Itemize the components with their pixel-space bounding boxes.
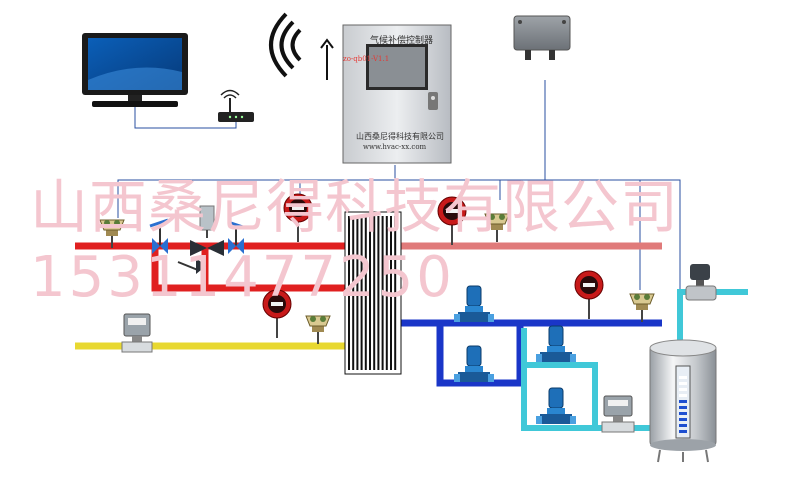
cold-pipe (400, 319, 662, 387)
pressure-gauge-icon (283, 193, 313, 242)
bypass-valve-icon (177, 258, 206, 274)
controller-website: www.hvac-xx.com (363, 143, 427, 151)
controller-title: 气候补偿控制器 (370, 36, 434, 46)
temperature-sensor-icon (629, 293, 655, 322)
valve-icon (227, 220, 247, 254)
flow-meter-icon (601, 395, 635, 433)
temperature-sensor-icon (484, 213, 510, 242)
pressure-gauge-icon (262, 289, 292, 338)
temperature-sensor-icon (99, 219, 125, 248)
valve-icon (149, 218, 169, 254)
wireless-signal-icon (269, 12, 302, 78)
pump-icon (536, 387, 576, 424)
junction-box-icon (513, 15, 571, 60)
monitor-icon (82, 33, 188, 107)
temperature-sensor-icon (305, 315, 331, 344)
controller-company: 山西桑尼得科技有限公司 (356, 132, 444, 141)
pump-icon (536, 325, 576, 362)
pump-icon (454, 285, 494, 322)
pump-icon (454, 345, 494, 382)
antenna-icon (320, 38, 334, 80)
heat-exchanger (344, 211, 402, 375)
water-tank-icon (649, 339, 717, 463)
router-icon (218, 89, 254, 122)
flow-meter-icon (121, 313, 153, 353)
control-valve-icon (190, 205, 224, 256)
solenoid-valve-icon (685, 264, 717, 301)
pressure-gauge-icon (437, 196, 467, 245)
pressure-gauge-icon (574, 270, 604, 319)
controller-cabinet (342, 24, 452, 164)
hot-supply-pipe (75, 242, 345, 292)
controller-model: zo-qb01-V1.1 (343, 55, 390, 63)
